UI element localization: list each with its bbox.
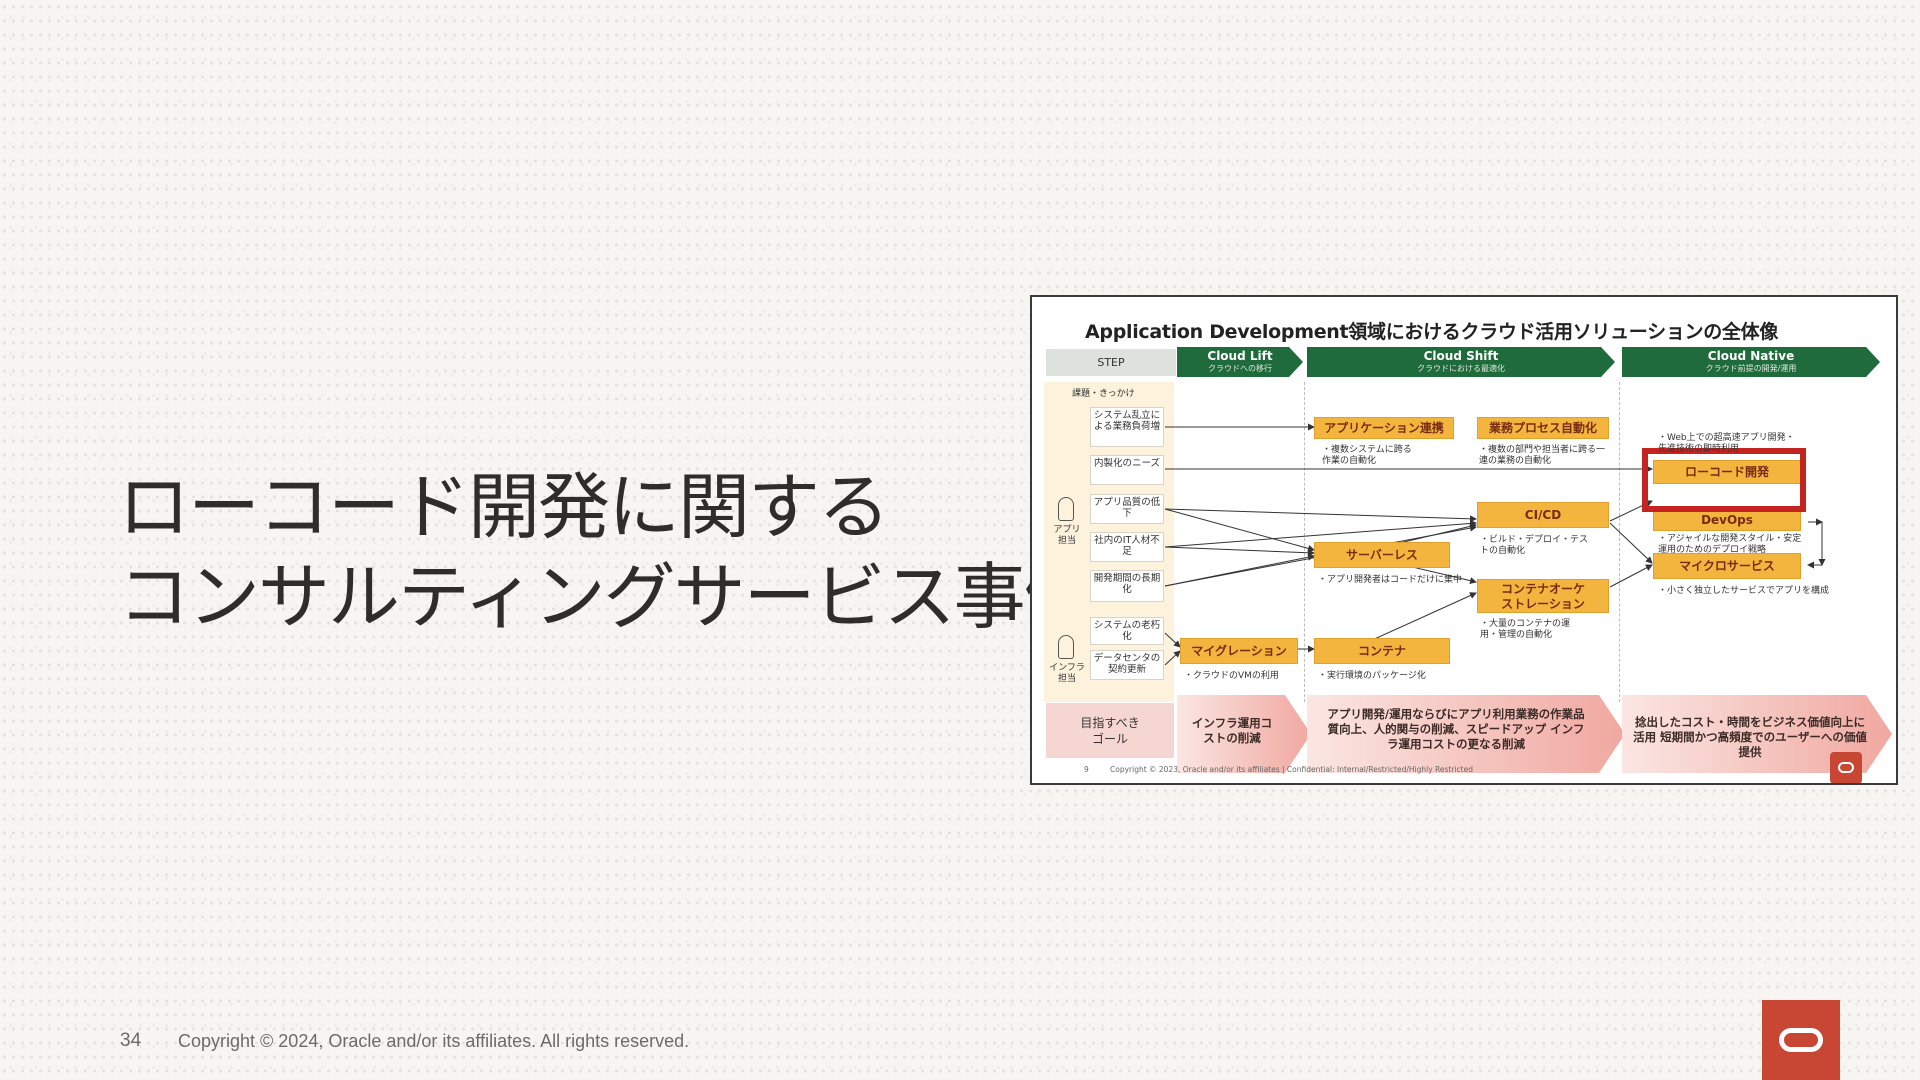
issue-item: システム乱立による業務負荷増 <box>1090 407 1164 447</box>
phase-cloud-shift: Cloud Shift クラウドにおける最適化 <box>1307 347 1615 377</box>
box-container: コンテナ <box>1314 638 1450 664</box>
issue-item: 開発期間の長期化 <box>1090 570 1164 602</box>
issue-item: システムの老朽化 <box>1090 617 1164 645</box>
embedded-page-number: 9 <box>1084 765 1089 774</box>
box-microservices: マイクロサービス <box>1653 553 1801 579</box>
divider <box>1304 382 1305 702</box>
note-devops: ・アジャイルな開発スタイル・安定運用のためのデプロイ戦略 <box>1658 534 1802 555</box>
phase-sub: クラウド前提の開発/運用 <box>1705 364 1797 373</box>
title-line-2: コンサルティングサービス事例 <box>118 555 1096 639</box>
page-number: 34 <box>120 1030 142 1051</box>
note-bpa: ・複数の部門や担当者に跨る一連の業務の自動化 <box>1479 445 1606 466</box>
phase-name: Cloud Shift <box>1423 349 1499 363</box>
role-app: アプリ担当 <box>1053 525 1081 546</box>
box-bpa: 業務プロセス自動化 <box>1477 417 1609 439</box>
goal-label: 目指すべきゴール <box>1046 703 1174 758</box>
issue-item: アプリ品質の低下 <box>1090 494 1164 524</box>
goal-text-shift: アプリ開発/運用ならびにアプリ利用業務の作業品質向上、人的関与の削減、スピードア… <box>1327 707 1585 751</box>
person-icon <box>1058 635 1074 659</box>
divider <box>1619 382 1620 702</box>
phase-cloud-native: Cloud Native クラウド前提の開発/運用 <box>1622 347 1880 377</box>
goal-label-text: 目指すべきゴール <box>1080 716 1140 746</box>
goal-arrow-lift <box>1177 695 1311 773</box>
note-cicd: ・ビルド・デプロイ・テストの自動化 <box>1480 535 1589 556</box>
phase-name: Cloud Lift <box>1207 349 1273 363</box>
slide-title: ローコード開発に関する コンサルティングサービス事例 <box>118 462 1096 642</box>
step-label: STEP <box>1046 349 1176 376</box>
embedded-title: Application Development領域におけるクラウド活用ソリューシ… <box>1085 321 1779 343</box>
box-lowcode: ローコード開発 <box>1653 460 1801 484</box>
note-migration: ・クラウドのVMの利用 <box>1184 671 1279 681</box>
phase-sub: クラウドへの移行 <box>1208 364 1272 373</box>
box-cicd: CI/CD <box>1477 502 1609 528</box>
role-infra: インフラ担当 <box>1049 663 1085 684</box>
note-orchestration: ・大量のコンテナの運用・管理の自動化 <box>1480 619 1571 640</box>
note-serverless: ・アプリ開発者はコードだけに集中 <box>1318 575 1463 585</box>
goal-text-lift: インフラ運用コストの削減 <box>1191 716 1273 745</box>
box-migration: マイグレーション <box>1180 638 1298 664</box>
oracle-logo-small <box>1830 752 1862 783</box>
goal-arrow-shift <box>1307 695 1625 773</box>
issue-item: 内製化のニーズ <box>1090 455 1164 485</box>
lowcode-highlight <box>1642 448 1806 512</box>
note-app-integration: ・複数システムに跨る作業の自動化 <box>1322 445 1412 466</box>
goal-text-native: 捻出したコスト・時間をビジネス価値向上に活用 短期間かつ高頻度でのユーザーへの価… <box>1633 715 1867 759</box>
embedded-slide-image: Application Development領域におけるクラウド活用ソリューシ… <box>1030 295 1898 785</box>
box-orchestration: コンテナオーケストレーション <box>1477 579 1609 613</box>
box-serverless: サーバーレス <box>1314 542 1450 568</box>
box-app-integration: アプリケーション連携 <box>1314 417 1454 439</box>
note-microservices: ・小さく独立したサービスでアプリを構成 <box>1658 586 1830 596</box>
note-lowcode: ・Web上での超高速アプリ開発・先進技術の即時利用 <box>1658 433 1795 454</box>
note-container: ・実行環境のパッケージ化 <box>1318 671 1426 681</box>
title-line-1: ローコード開発に関する <box>118 465 890 549</box>
phase-cloud-lift: Cloud Lift クラウドへの移行 <box>1177 347 1303 377</box>
phase-sub: クラウドにおける最適化 <box>1417 364 1505 373</box>
box-devops: DevOps <box>1653 509 1801 531</box>
flow-arrows <box>1164 423 1826 666</box>
embedded-footer: Copyright © 2023, Oracle and/or its affi… <box>1110 765 1473 774</box>
issues-header: 課題・きっかけ <box>1072 389 1135 399</box>
oracle-logo <box>1762 1000 1840 1080</box>
person-icon <box>1058 497 1074 521</box>
issue-item: データセンタの契約更新 <box>1090 650 1164 680</box>
issue-item: 社内のIT人材不足 <box>1090 532 1164 562</box>
phase-name: Cloud Native <box>1707 349 1795 363</box>
copyright: Copyright © 2024, Oracle and/or its affi… <box>178 1031 690 1051</box>
